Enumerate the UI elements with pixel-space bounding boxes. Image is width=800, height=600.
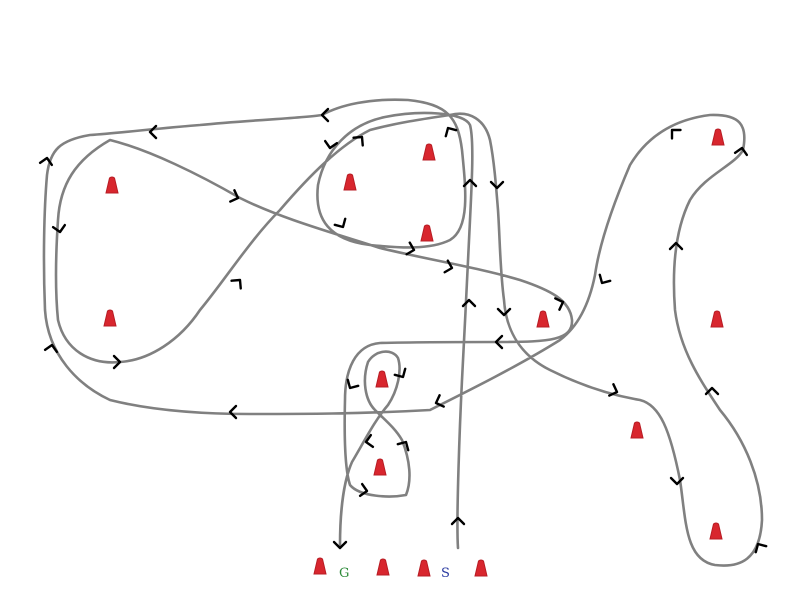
direction-arrow-icon (704, 386, 720, 396)
direction-arrow-icon (434, 394, 445, 408)
direction-arrow-icon (489, 180, 505, 190)
direction-arrow-icon (230, 278, 242, 290)
goal-label: G (339, 566, 350, 581)
direction-arrow-icon (148, 124, 158, 140)
cone-icon (710, 310, 724, 328)
direction-arrow-icon (405, 241, 416, 256)
cone-icon (630, 421, 644, 439)
cone-icon (376, 558, 390, 576)
direction-arrow-icon (228, 404, 238, 420)
cone-icon (422, 143, 436, 161)
cone-icon (103, 309, 117, 327)
direction-arrow-icon (43, 343, 59, 354)
cone-icon (474, 559, 488, 577)
direction-arrow-icon (358, 482, 369, 498)
cone-icon (536, 310, 550, 328)
direction-arrow-icon (496, 307, 512, 317)
direction-arrow-icon (754, 542, 768, 554)
direction-arrow-icon (668, 241, 684, 251)
direction-arrow-icon (352, 135, 364, 147)
direction-arrow-icon (396, 440, 410, 452)
direction-arrow-icon (733, 146, 749, 157)
cone-icon (711, 128, 725, 146)
direction-arrow-icon (229, 189, 240, 203)
direction-arrow-icon (364, 433, 375, 449)
direction-arrow-icon (323, 139, 339, 150)
direction-arrow-icon (112, 354, 122, 370)
direction-arrow-icon (461, 298, 477, 308)
direction-arrow-icon (450, 516, 466, 526)
direction-arrow-icon (346, 378, 360, 390)
direction-arrow-icon (598, 273, 612, 285)
direction-arrow-icon (554, 297, 565, 311)
direction-arrow-icon (670, 128, 682, 140)
cone-icon (373, 458, 387, 476)
direction-arrow-icon (444, 126, 458, 138)
direction-arrow-icon (494, 334, 504, 350)
direction-arrow-icon (320, 107, 330, 123)
direction-arrow-icon (332, 540, 348, 550)
cone-icon (375, 370, 389, 388)
cone-icon (105, 176, 119, 194)
start-label: S (441, 566, 450, 581)
direction-arrow-icon (333, 217, 347, 229)
direction-arrow-icon (462, 178, 478, 188)
track-path (42, 98, 764, 567)
cone-icon (709, 522, 723, 540)
cone-icon (313, 557, 327, 575)
cone-icon (343, 173, 357, 191)
direction-arrow-icon (38, 156, 54, 167)
direction-arrow-icon (669, 476, 685, 486)
cone-icon (417, 559, 431, 577)
direction-arrow-icon (393, 367, 407, 379)
direction-arrow-icon (443, 259, 454, 274)
direction-arrow-icon (608, 383, 619, 397)
cone-icon (420, 224, 434, 242)
direction-arrow-icon (51, 223, 67, 234)
